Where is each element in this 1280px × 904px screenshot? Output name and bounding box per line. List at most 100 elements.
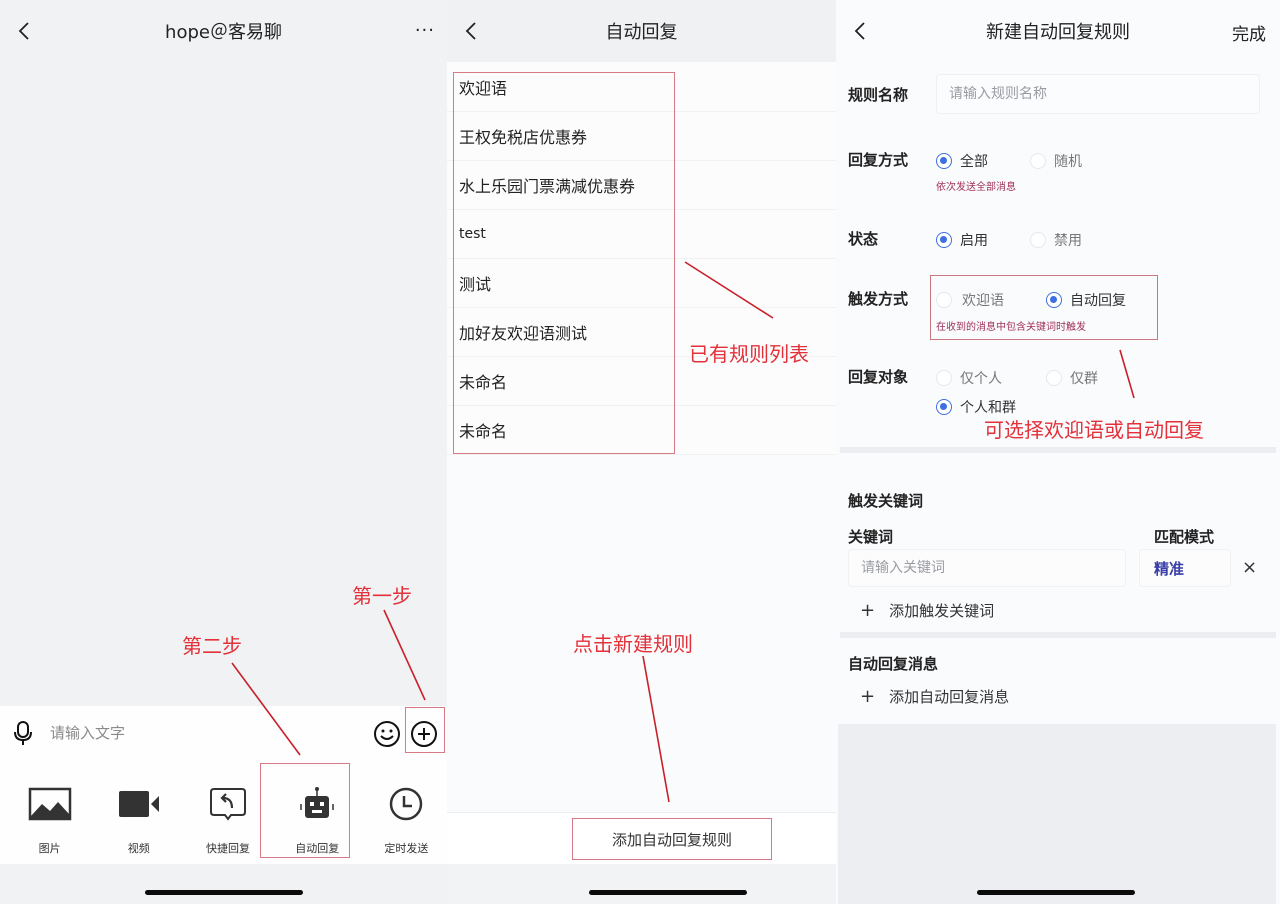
auto-reply-title: 自动回复 xyxy=(605,22,678,43)
radio-dot xyxy=(1046,292,1062,308)
trigger-welcome-radio[interactable]: 欢迎语 xyxy=(936,290,1004,310)
rule-item[interactable]: 未命名 xyxy=(447,406,836,455)
rule-name: 测试 xyxy=(459,275,492,294)
chat-input-bar xyxy=(0,706,447,758)
annotation-step1: 第一步 xyxy=(352,584,412,608)
chat-title: hope＠客易聊 xyxy=(165,22,282,43)
rule-name: 水上乐园门票满减优惠券 xyxy=(459,177,636,196)
back-button[interactable] xyxy=(850,20,872,42)
trigger-auto-reply-radio[interactable]: 自动回复 xyxy=(1046,290,1126,310)
radio-label: 仅群 xyxy=(1070,371,1098,387)
rule-name: 欢迎语 xyxy=(459,78,508,98)
rule-name: 王权免税店优惠券 xyxy=(459,128,588,147)
rule-list: 欢迎语 王权免税店优惠券 水上乐园门票满减优惠券 test 测试 加好友欢迎语测… xyxy=(447,62,836,455)
radio-label: 仅个人 xyxy=(960,371,1002,387)
target-individual-radio[interactable]: 仅个人 xyxy=(936,368,1002,388)
target-group-radio[interactable]: 仅群 xyxy=(1046,368,1098,388)
reply-mode-hint: 依次发送全部消息 xyxy=(936,182,1016,193)
quick-reply-icon xyxy=(210,788,246,821)
new-rule-title: 新建自动回复规则 xyxy=(986,22,1130,43)
status-enabled-radio[interactable]: 启用 xyxy=(936,230,988,250)
plus-circle-icon[interactable] xyxy=(410,720,438,748)
remove-keyword-icon[interactable]: × xyxy=(1242,557,1258,578)
keyword-input[interactable] xyxy=(848,549,1126,587)
home-indicator xyxy=(977,890,1135,895)
annotation-existing-list: 已有规则列表 xyxy=(689,342,809,366)
more-options-button[interactable]: ··· xyxy=(414,20,435,41)
tool-image[interactable]: 图片 xyxy=(9,758,90,864)
home-indicator xyxy=(145,890,303,895)
rule-footer: 添加自动回复规则 xyxy=(447,812,836,864)
section-divider xyxy=(840,632,1276,638)
message-input[interactable] xyxy=(50,716,370,750)
radio-label: 启用 xyxy=(960,233,988,249)
bottom-strip xyxy=(447,864,836,904)
radio-dot xyxy=(936,292,952,308)
reply-target-label: 回复对象 xyxy=(848,368,909,386)
step1-highlight-box xyxy=(405,707,445,753)
tool-label: 图片 xyxy=(38,842,61,855)
add-message-label: 添加自动回复消息 xyxy=(889,688,1010,706)
rule-item[interactable]: 水上乐园门票满减优惠券 xyxy=(447,161,836,210)
home-indicator xyxy=(589,890,747,895)
trigger-mode-hint: 在收到的消息中包含关键词时触发 xyxy=(936,322,1086,333)
back-button[interactable] xyxy=(14,20,36,42)
radio-label: 禁用 xyxy=(1054,233,1082,249)
reply-mode-all-radio[interactable]: 全部 xyxy=(936,151,988,171)
done-button[interactable]: 完成 xyxy=(1232,25,1266,45)
radio-dot xyxy=(1046,370,1062,386)
image-icon xyxy=(28,787,71,821)
match-mode-select[interactable]: 精准 xyxy=(1139,549,1231,587)
chat-navbar: hope＠客易聊 ··· xyxy=(0,0,447,62)
tool-label: 视频 xyxy=(127,842,150,855)
rule-item[interactable]: 王权免税店优惠券 xyxy=(447,112,836,161)
chat-panel: hope＠客易聊 ··· 图片 xyxy=(0,0,447,904)
tool-tray: 图片 视频 快捷回复 xyxy=(0,758,447,864)
radio-label: 个人和群 xyxy=(960,400,1016,416)
microphone-icon[interactable] xyxy=(12,720,34,746)
radio-label: 欢迎语 xyxy=(962,293,1004,309)
rule-item[interactable]: 欢迎语 xyxy=(447,62,836,112)
rule-name-input[interactable] xyxy=(936,74,1260,114)
radio-dot xyxy=(936,232,952,248)
tool-quick-reply[interactable]: 快捷回复 xyxy=(187,758,268,864)
tool-label: 定时发送 xyxy=(384,842,429,855)
section-divider xyxy=(840,447,1276,453)
rule-item[interactable]: test xyxy=(447,210,836,259)
plus-icon: + xyxy=(860,600,876,621)
tool-label: 快捷回复 xyxy=(206,842,250,855)
tool-auto-reply[interactable]: 自动回复 xyxy=(277,758,358,864)
keyword-column-label: 关键词 xyxy=(848,528,894,546)
plus-icon: + xyxy=(860,686,876,707)
empty-area xyxy=(838,724,1276,904)
video-icon xyxy=(118,791,159,817)
radio-dot xyxy=(936,153,952,169)
tool-video[interactable]: 视频 xyxy=(98,758,179,864)
target-both-radio[interactable]: 个人和群 xyxy=(936,397,1016,417)
messages-section-title: 自动回复消息 xyxy=(848,655,939,673)
chevron-left-icon xyxy=(465,22,476,40)
add-auto-reply-message-button[interactable]: + 添加自动回复消息 xyxy=(860,686,1009,707)
add-keyword-label: 添加触发关键词 xyxy=(889,602,995,620)
add-auto-reply-rule-button[interactable]: 添加自动回复规则 xyxy=(572,818,772,860)
radio-dot xyxy=(1030,153,1046,169)
annotation-trigger-note: 可选择欢迎语或自动回复 xyxy=(984,418,1204,442)
rule-item[interactable]: 未命名 xyxy=(447,357,836,406)
status-disabled-radio[interactable]: 禁用 xyxy=(1030,230,1082,250)
chevron-left-icon xyxy=(18,22,29,40)
reply-mode-label: 回复方式 xyxy=(848,151,909,169)
emoji-icon[interactable] xyxy=(373,720,401,748)
radio-dot xyxy=(1030,232,1046,248)
chevron-left-icon xyxy=(854,22,865,40)
rule-item[interactable]: 测试 xyxy=(447,259,836,308)
new-rule-navbar: 新建自动回复规则 完成 xyxy=(836,0,1280,62)
add-trigger-keyword-button[interactable]: + 添加触发关键词 xyxy=(860,600,994,621)
rule-name: 未命名 xyxy=(459,422,508,441)
trigger-mode-label: 触发方式 xyxy=(848,290,909,308)
tool-scheduled-send[interactable]: 定时发送 xyxy=(366,758,447,864)
back-button[interactable] xyxy=(461,20,483,42)
radio-label: 随机 xyxy=(1054,154,1082,170)
annotation-step2: 第二步 xyxy=(182,634,242,658)
match-mode-label: 匹配模式 xyxy=(1154,528,1215,546)
reply-mode-random-radio[interactable]: 随机 xyxy=(1030,151,1082,171)
